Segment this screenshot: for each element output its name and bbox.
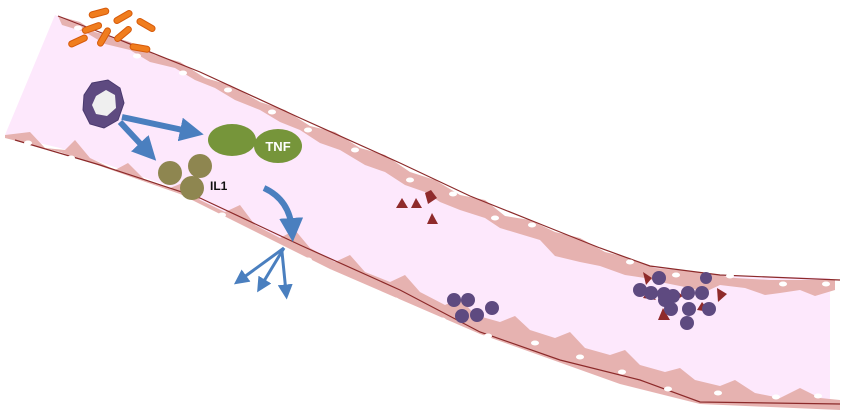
arrow-to-il1-icon: [117, 119, 157, 161]
vessel-wall-bottom: [5, 132, 840, 410]
tnf-label: TNF: [265, 139, 290, 154]
dispersal-arrows-icon: [233, 246, 293, 300]
vessel-lumen: [5, 15, 830, 405]
il1-molecule: IL1: [158, 154, 228, 200]
clot-icon: [633, 271, 727, 330]
endothelial-nuclei: [24, 25, 830, 400]
vessel-wall-top-line: [57, 15, 841, 281]
tnf-molecule: TNF: [208, 124, 302, 163]
platelets-icon: [396, 190, 438, 224]
arrow-to-tnf-icon: [121, 114, 204, 142]
macrophage-icon: [82, 79, 125, 129]
signal-arrow-icon: [262, 185, 304, 242]
blood-cells-icon: [447, 293, 499, 323]
il1-label: IL1: [210, 179, 228, 193]
bacteria-icon: [68, 7, 156, 53]
